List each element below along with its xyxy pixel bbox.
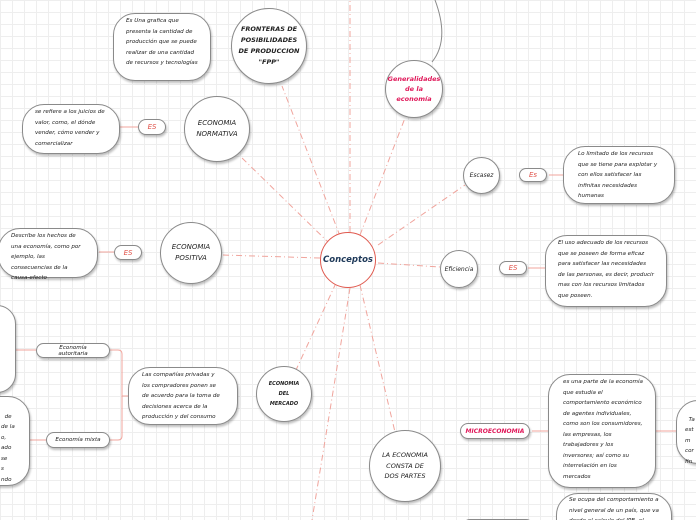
escasez-es-label: Es xyxy=(528,171,538,179)
macroeconomia-description-text: Se ocupa del comportamiento a nivel gene… xyxy=(569,497,659,520)
normativa-es-label: ES xyxy=(147,123,157,131)
fpp-description-text: Es Una grafica que presenta la cantidad … xyxy=(126,18,198,66)
generalidades-node[interactable]: Generalidades de la economía xyxy=(385,60,443,118)
mixta-description-text: de de la o, ado se s ndo xyxy=(1,413,15,483)
economia-mercado-node[interactable]: ECONOMIA DEL MERCADO xyxy=(256,366,312,422)
microeconomia-right-text: Ta est m cor fin xyxy=(685,416,695,465)
economia-mixta-pill[interactable]: Economía mixta xyxy=(46,432,110,448)
mixta-description-bubble[interactable]: de de la o, ado se s ndo xyxy=(0,396,30,486)
economia-mercado-label: ECONOMIA DEL MERCADO xyxy=(268,381,300,407)
microeconomia-pill[interactable]: MICROECONOMIA xyxy=(460,423,530,439)
fpp-label: FRONTERAS DE POSIBILIDADES DE PRODUCCION… xyxy=(238,25,300,66)
macroeconomia-description-bubble[interactable]: Se ocupa del comportamiento a nivel gene… xyxy=(556,493,672,520)
microeconomia-description-text: es una parte de la economía que estudia … xyxy=(563,379,643,480)
positiva-description-bubble[interactable]: Describe los hechos de una economía, com… xyxy=(0,228,98,281)
normativa-description-bubble[interactable]: se refiere a los juicios de valor, como,… xyxy=(22,104,120,154)
escasez-node[interactable]: Escasez xyxy=(463,157,500,194)
economia-positiva-label: ECONOMIA POSITIVA xyxy=(171,243,211,262)
positiva-description-text: Describe los hechos de una economía, com… xyxy=(11,233,81,281)
economia-mixta-label: Economía mixta xyxy=(55,437,101,443)
mercado-description-bubble[interactable]: Las compañías privadas y los compradores… xyxy=(128,367,238,425)
microeconomia-label: MICROECONOMIA xyxy=(465,427,525,435)
eficiencia-es-pill[interactable]: ES xyxy=(499,261,527,275)
eficiencia-description-bubble[interactable]: El uso adecuado de los recursos que se p… xyxy=(545,235,667,307)
eficiencia-es-label: ES xyxy=(508,264,518,272)
normativa-description-text: se refiere a los juicios de valor, como,… xyxy=(35,109,105,147)
eficiencia-node[interactable]: Eficiencia xyxy=(440,250,478,288)
generalidades-label: Generalidades de la economía xyxy=(387,75,441,103)
dos-partes-label: LA ECONOMIA CONSTA DE DOS PARTES xyxy=(382,451,428,481)
dos-partes-node[interactable]: LA ECONOMIA CONSTA DE DOS PARTES xyxy=(369,430,441,502)
microeconomia-description-bubble[interactable]: es una parte de la economía que estudia … xyxy=(548,374,656,488)
escasez-description-text: Lo limitado de los recursos que se tiene… xyxy=(578,151,658,199)
economia-autoritaria-label: Economía autoritaria xyxy=(58,344,88,357)
mercado-description-text: Las compañías privadas y los compradores… xyxy=(142,372,220,420)
positiva-es-pill[interactable]: ES xyxy=(114,245,142,260)
eficiencia-label: Eficiencia xyxy=(444,265,474,273)
eficiencia-description-text: El uso adecuado de los recursos que se p… xyxy=(558,240,654,299)
economia-autoritaria-pill[interactable]: Economía autoritaria xyxy=(36,343,110,358)
center-concept-label: Conceptos xyxy=(323,255,373,265)
economia-normativa-node[interactable]: ECONOMIA NORMATIVA xyxy=(184,96,250,162)
normativa-es-pill[interactable]: ES xyxy=(138,119,166,135)
center-concept-node[interactable]: Conceptos xyxy=(320,232,376,288)
autoritaria-description-bubble[interactable] xyxy=(0,305,16,393)
fpp-description-bubble[interactable]: Es Una grafica que presenta la cantidad … xyxy=(113,13,211,81)
positiva-es-label: ES xyxy=(123,248,133,257)
escasez-description-bubble[interactable]: Lo limitado de los recursos que se tiene… xyxy=(563,146,675,204)
fpp-node[interactable]: FRONTERAS DE POSIBILIDADES DE PRODUCCION… xyxy=(231,8,307,84)
escasez-es-pill[interactable]: Es xyxy=(519,168,547,182)
economia-normativa-label: ECONOMIA NORMATIVA xyxy=(196,119,238,138)
microeconomia-right-bubble[interactable]: Ta est m cor fin xyxy=(676,400,696,465)
economia-positiva-node[interactable]: ECONOMIA POSITIVA xyxy=(160,222,222,284)
escasez-label: Escasez xyxy=(469,172,494,179)
